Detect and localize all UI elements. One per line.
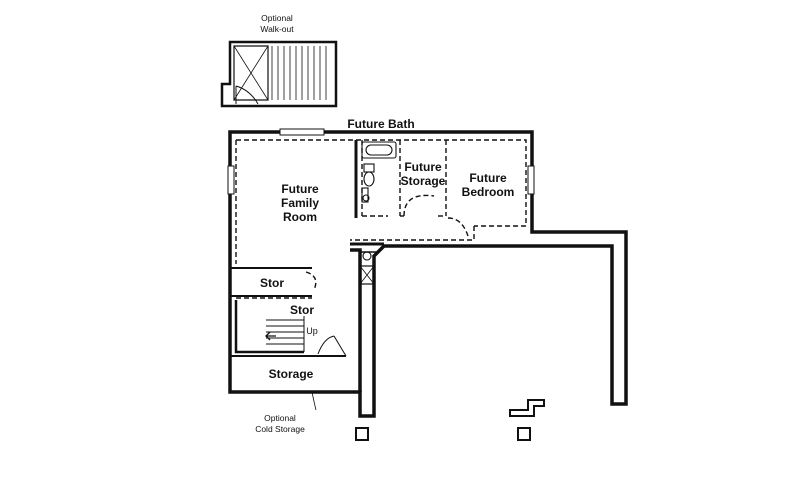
stor-upper-label: Stor: [260, 276, 284, 290]
future-bedroom-line2: Bedroom: [461, 185, 515, 199]
walkout-note-line2: Walk-out: [260, 24, 294, 34]
cold-storage-note-line1: Optional: [264, 413, 296, 423]
windows: [227, 128, 535, 195]
future-storage-line2: Storage: [400, 174, 446, 188]
walkout-note-line1: Optional: [261, 13, 293, 23]
interior-walls: [230, 140, 384, 357]
cold-storage-leader: [311, 391, 317, 411]
walkout-stair: [220, 40, 338, 108]
storage-label: Storage: [268, 367, 314, 381]
exterior-walls: [228, 130, 628, 418]
future-storage-line1: Future: [404, 160, 442, 174]
future-bath-label: Future Bath: [347, 117, 415, 131]
piers: [355, 399, 545, 441]
bath-fixtures: [361, 141, 397, 261]
family-room-line3: Room: [283, 210, 317, 224]
stairs-up-label: Up: [306, 326, 318, 336]
door-swing: [317, 335, 347, 357]
future-bedroom-line1: Future: [469, 171, 507, 185]
interior-stair: [265, 316, 305, 352]
family-room-line2: Family: [280, 196, 319, 210]
stor-lower-label: Stor: [290, 303, 314, 317]
family-room-line1: Future: [281, 182, 319, 196]
cold-storage-note-line2: Cold Storage: [255, 424, 305, 434]
